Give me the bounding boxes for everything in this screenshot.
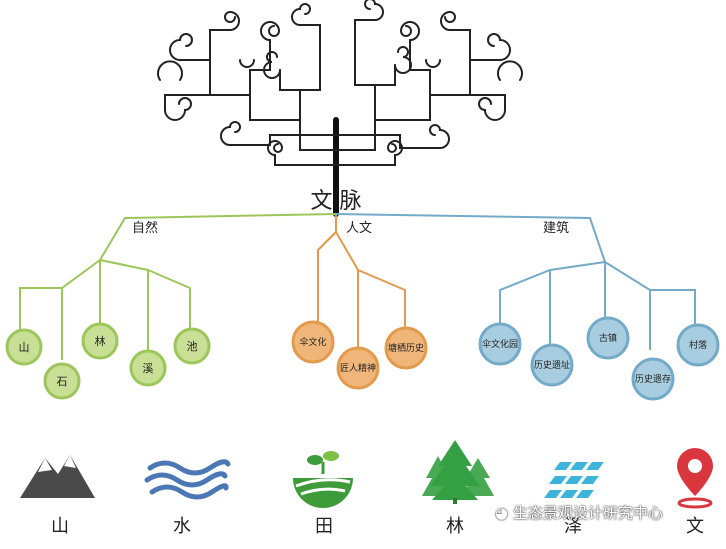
water-icon (144, 459, 231, 500)
location-pin-icon (677, 448, 713, 509)
icon-label-mountain: 山 (51, 516, 69, 537)
icon-label-field: 田 (315, 516, 333, 537)
node-label: 古镇 (599, 332, 617, 344)
diagram-title: 文 脉 (311, 189, 362, 214)
watermark: ◕ 生态景观设计研究中心 (495, 502, 663, 523)
watermark-text: 生态景观设计研究中心 (512, 504, 663, 522)
field-icon (293, 451, 353, 508)
branch-humanity: 人文 伞文化 匠人精神 塘栖历史 (291, 221, 428, 390)
mountain-icon (20, 455, 95, 498)
forest-icon (422, 440, 494, 504)
node-label: 林 (95, 334, 106, 348)
icon-label-marsh: 泽 (564, 516, 582, 537)
node-label: 历史遗址 (534, 359, 570, 371)
branch-label-nature: 自然 (132, 220, 158, 236)
node-label: 塘栖历史 (388, 342, 424, 354)
icon-label-culture: 文 (686, 516, 704, 537)
node-label: 村落 (689, 339, 707, 351)
wechat-icon: ◕ (495, 504, 509, 522)
branch-architecture: 建筑 伞文化园 历史遗址 古镇 历史遗存 村落 (478, 220, 720, 401)
icon-label-forest: 林 (446, 516, 464, 537)
node-label: 山 (19, 341, 30, 354)
branch-label-architecture: 建筑 (543, 220, 569, 236)
branch-nature: 自然 山 石 林 溪 池 (5, 220, 211, 400)
icon-label-water: 水 (173, 516, 191, 537)
node-label: 池 (187, 340, 198, 353)
node-label: 石 (57, 375, 68, 388)
tree-crown-illustration (157, 0, 523, 217)
node-label: 伞文化园 (482, 338, 518, 350)
branch-label-humanity: 人文 (346, 221, 372, 236)
node-label: 匠人精神 (340, 362, 376, 374)
node-label: 伞文化 (299, 336, 326, 348)
marsh-icon (544, 462, 604, 498)
node-label: 溪 (143, 362, 154, 375)
node-label: 历史遗存 (635, 373, 671, 385)
icon-row (20, 440, 713, 509)
